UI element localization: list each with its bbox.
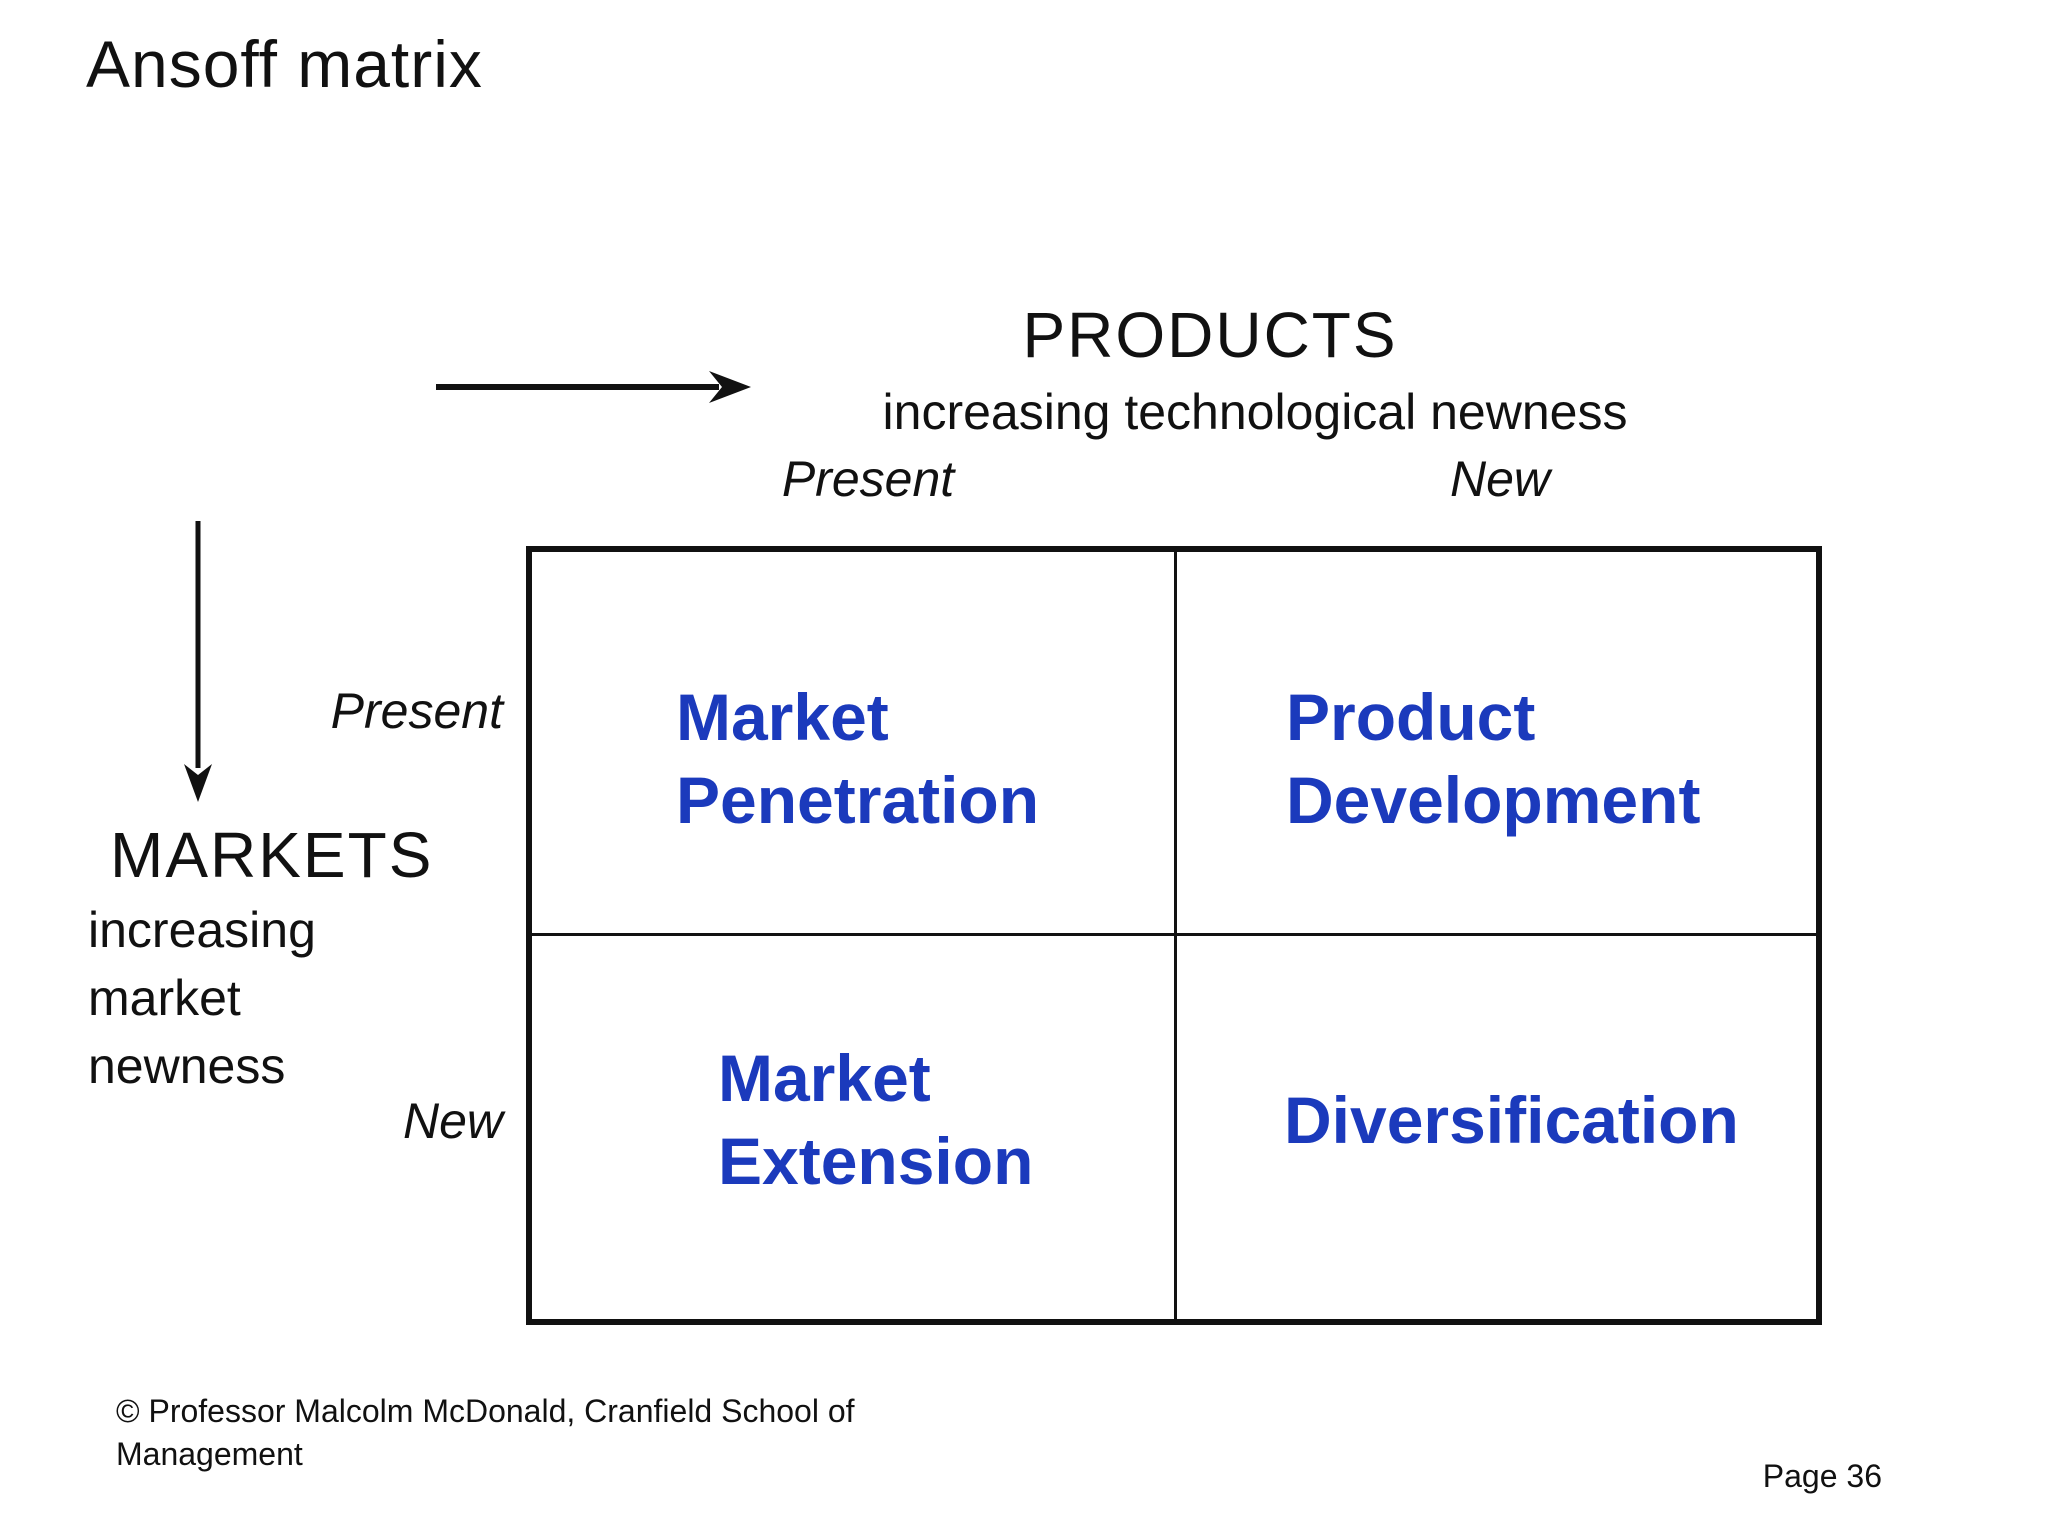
markets-axis-subtitle: increasing market newness	[88, 902, 316, 1094]
quadrant-label-market-extension: Market Extension	[718, 1041, 1034, 1198]
copyright-note: © Professor Malcolm McDonald, Cranfield …	[116, 1393, 855, 1472]
down-arrow-icon	[184, 521, 212, 802]
markets-row-label-present: Present	[330, 683, 503, 739]
products-col-label-present: Present	[781, 451, 955, 507]
right-arrow-icon	[436, 371, 751, 403]
page-title: Ansoff matrix	[86, 27, 483, 101]
quadrant-label-market-penetration: Market Penetration	[676, 680, 1040, 837]
products-axis-heading: PRODUCTS	[1022, 299, 1398, 371]
quadrant-label-diversification: Diversification	[1284, 1083, 1739, 1157]
products-col-label-new: New	[1449, 451, 1551, 507]
matrix-grid	[526, 546, 1822, 1325]
matrix-horizontal-divider	[532, 933, 1816, 936]
markets-axis-heading: MARKETS	[110, 819, 434, 891]
markets-row-label-new: New	[402, 1093, 503, 1149]
quadrant-label-product-development: Product Development	[1286, 680, 1701, 837]
products-axis-subtitle: increasing technological newness	[882, 384, 1628, 440]
page-number: Page 36	[1762, 1458, 1882, 1494]
